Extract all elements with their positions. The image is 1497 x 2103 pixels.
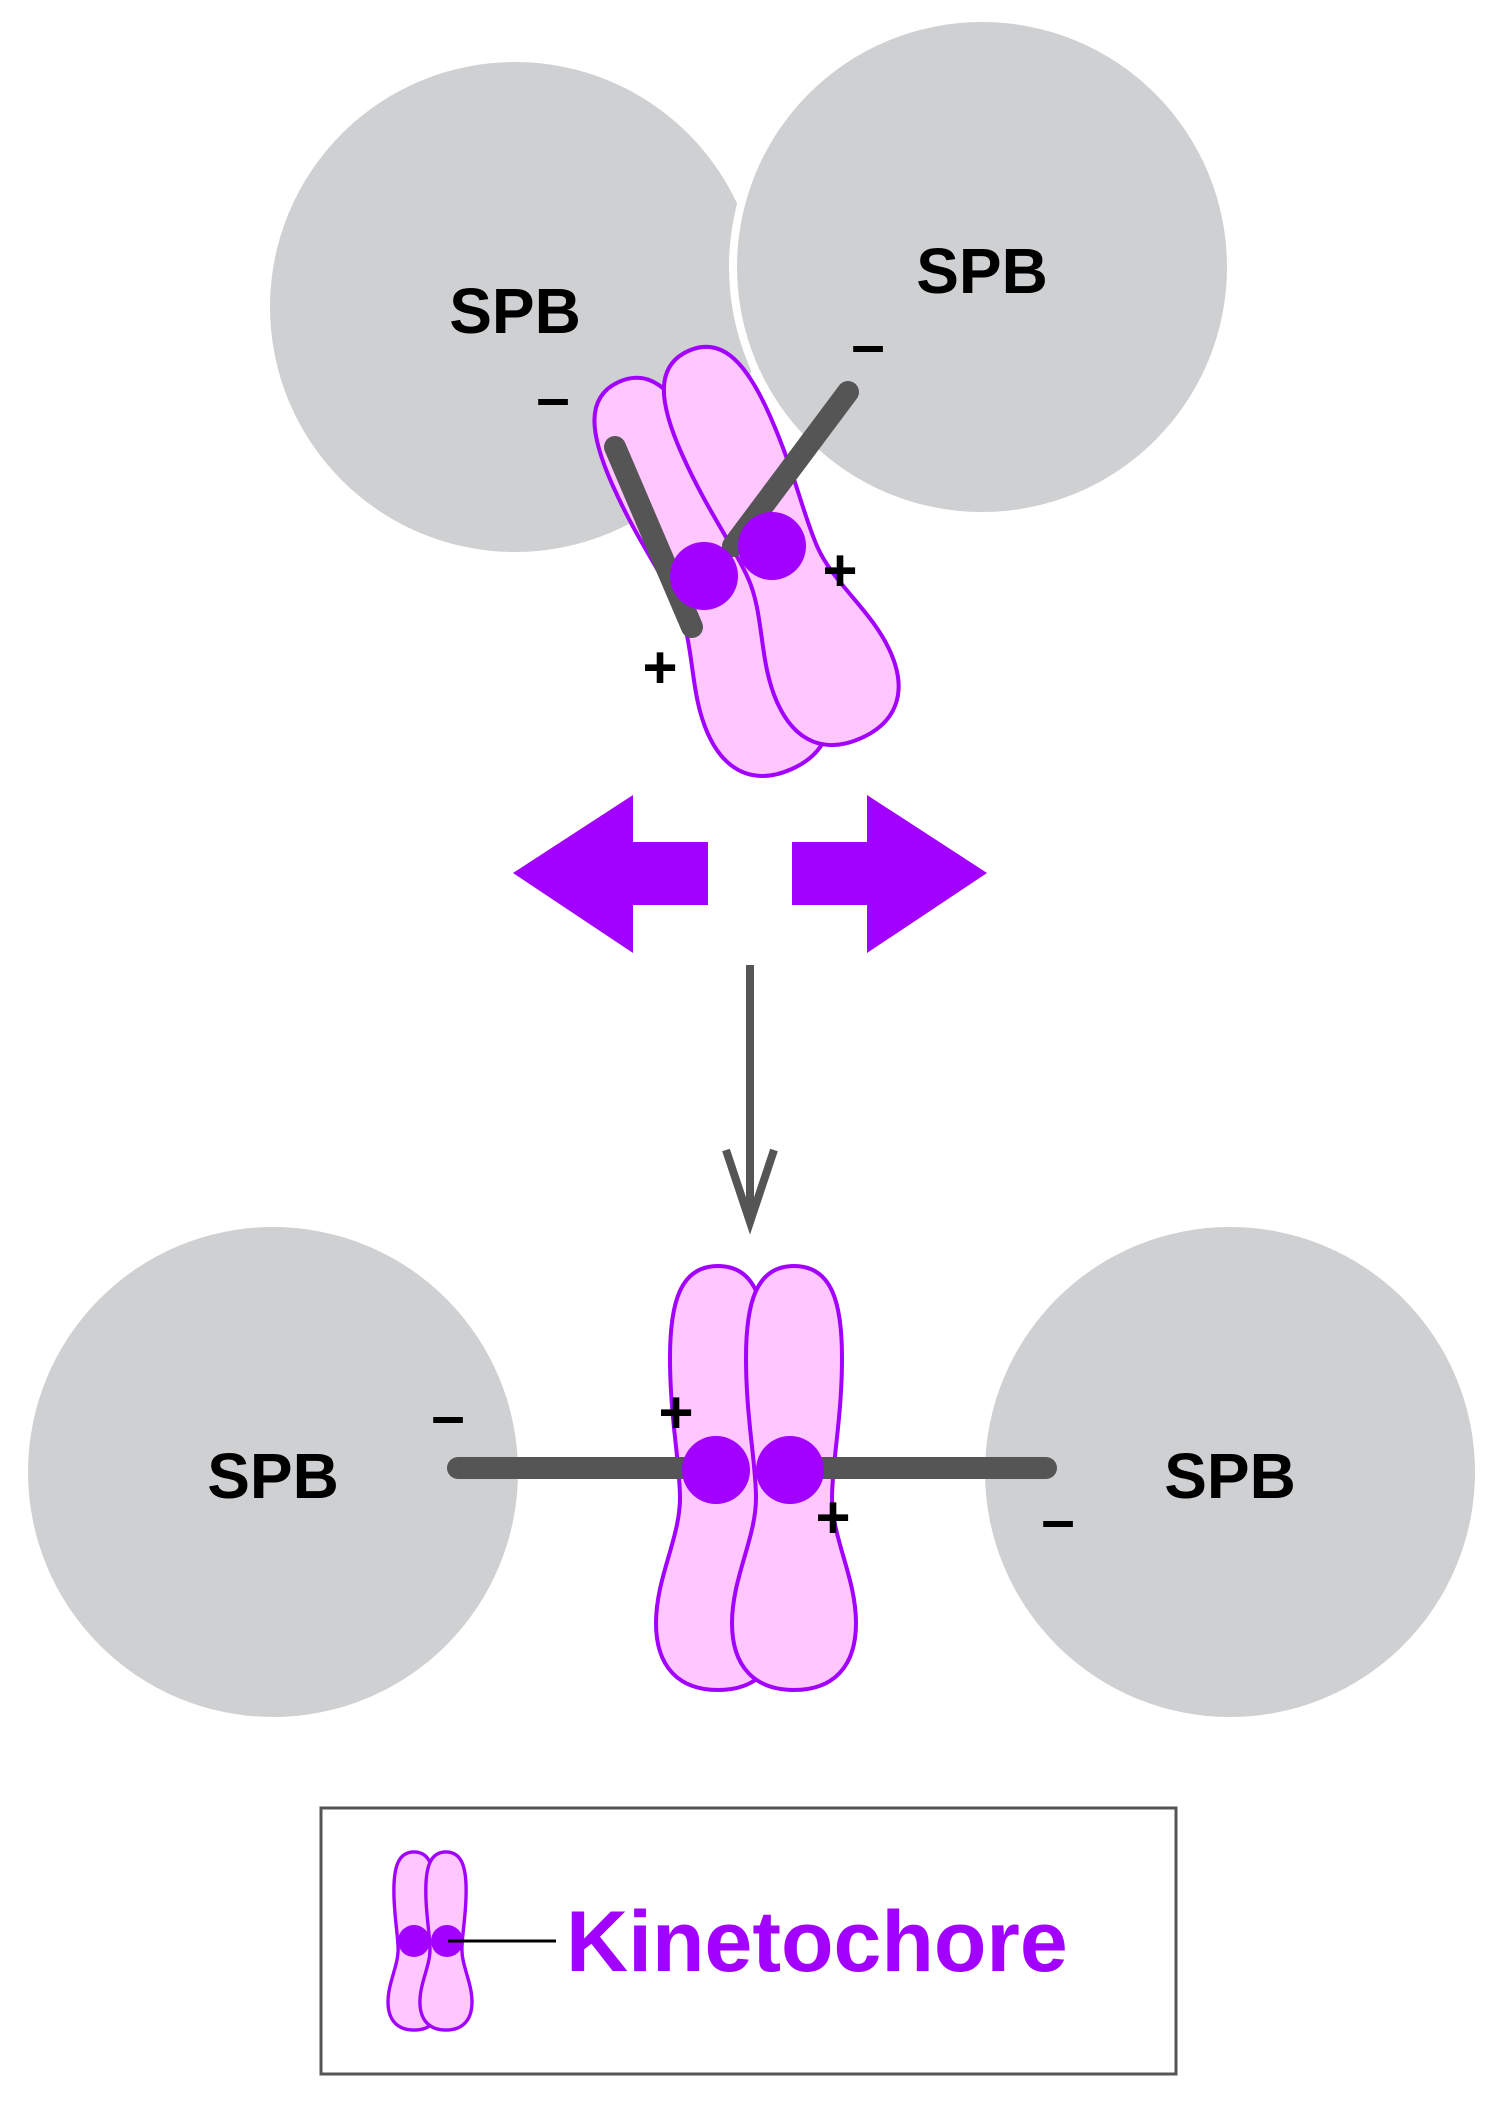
minus-label-top-left: – [536,364,569,431]
top-panel: SPB SPB – – + + [270,14,1235,797]
spb-bottom-left-label: SPB [207,1440,339,1512]
plus-label-bottom-right: + [815,1484,850,1551]
arrow-right [792,795,987,953]
spb-bottom-right [985,1227,1475,1717]
spb-top-right [737,22,1227,512]
plus-label-top-left: + [642,634,677,701]
spb-bottom-left [28,1227,518,1717]
minus-label-bottom-left: – [431,1382,464,1449]
kinetochore-top-left [670,542,738,610]
bottom-panel: SPB SPB – + + – [28,1227,1475,1717]
legend-kinetochore-left [398,1925,430,1957]
legend: Kinetochore [319,1806,1178,2076]
legend-kinetochore-label: Kinetochore [566,1894,1068,1990]
kinetochore-bottom-left [682,1436,750,1504]
arrow-left [513,795,708,953]
kinetochore-bottom-right [756,1436,824,1504]
spb-bottom-right-label: SPB [1164,1440,1296,1512]
minus-label-bottom-right: – [1041,1486,1074,1553]
down-arrow-icon [722,965,778,1235]
legend-kinetochore-right [431,1925,463,1957]
plus-label-top-right: + [822,537,857,604]
plus-label-bottom-left: + [658,1379,693,1446]
spb-top-left-label: SPB [449,275,581,347]
kinetochore-top-right [738,512,806,580]
double-arrow-icon [513,795,987,953]
spb-top-right-label: SPB [916,235,1048,307]
minus-label-top-right: – [851,311,884,378]
